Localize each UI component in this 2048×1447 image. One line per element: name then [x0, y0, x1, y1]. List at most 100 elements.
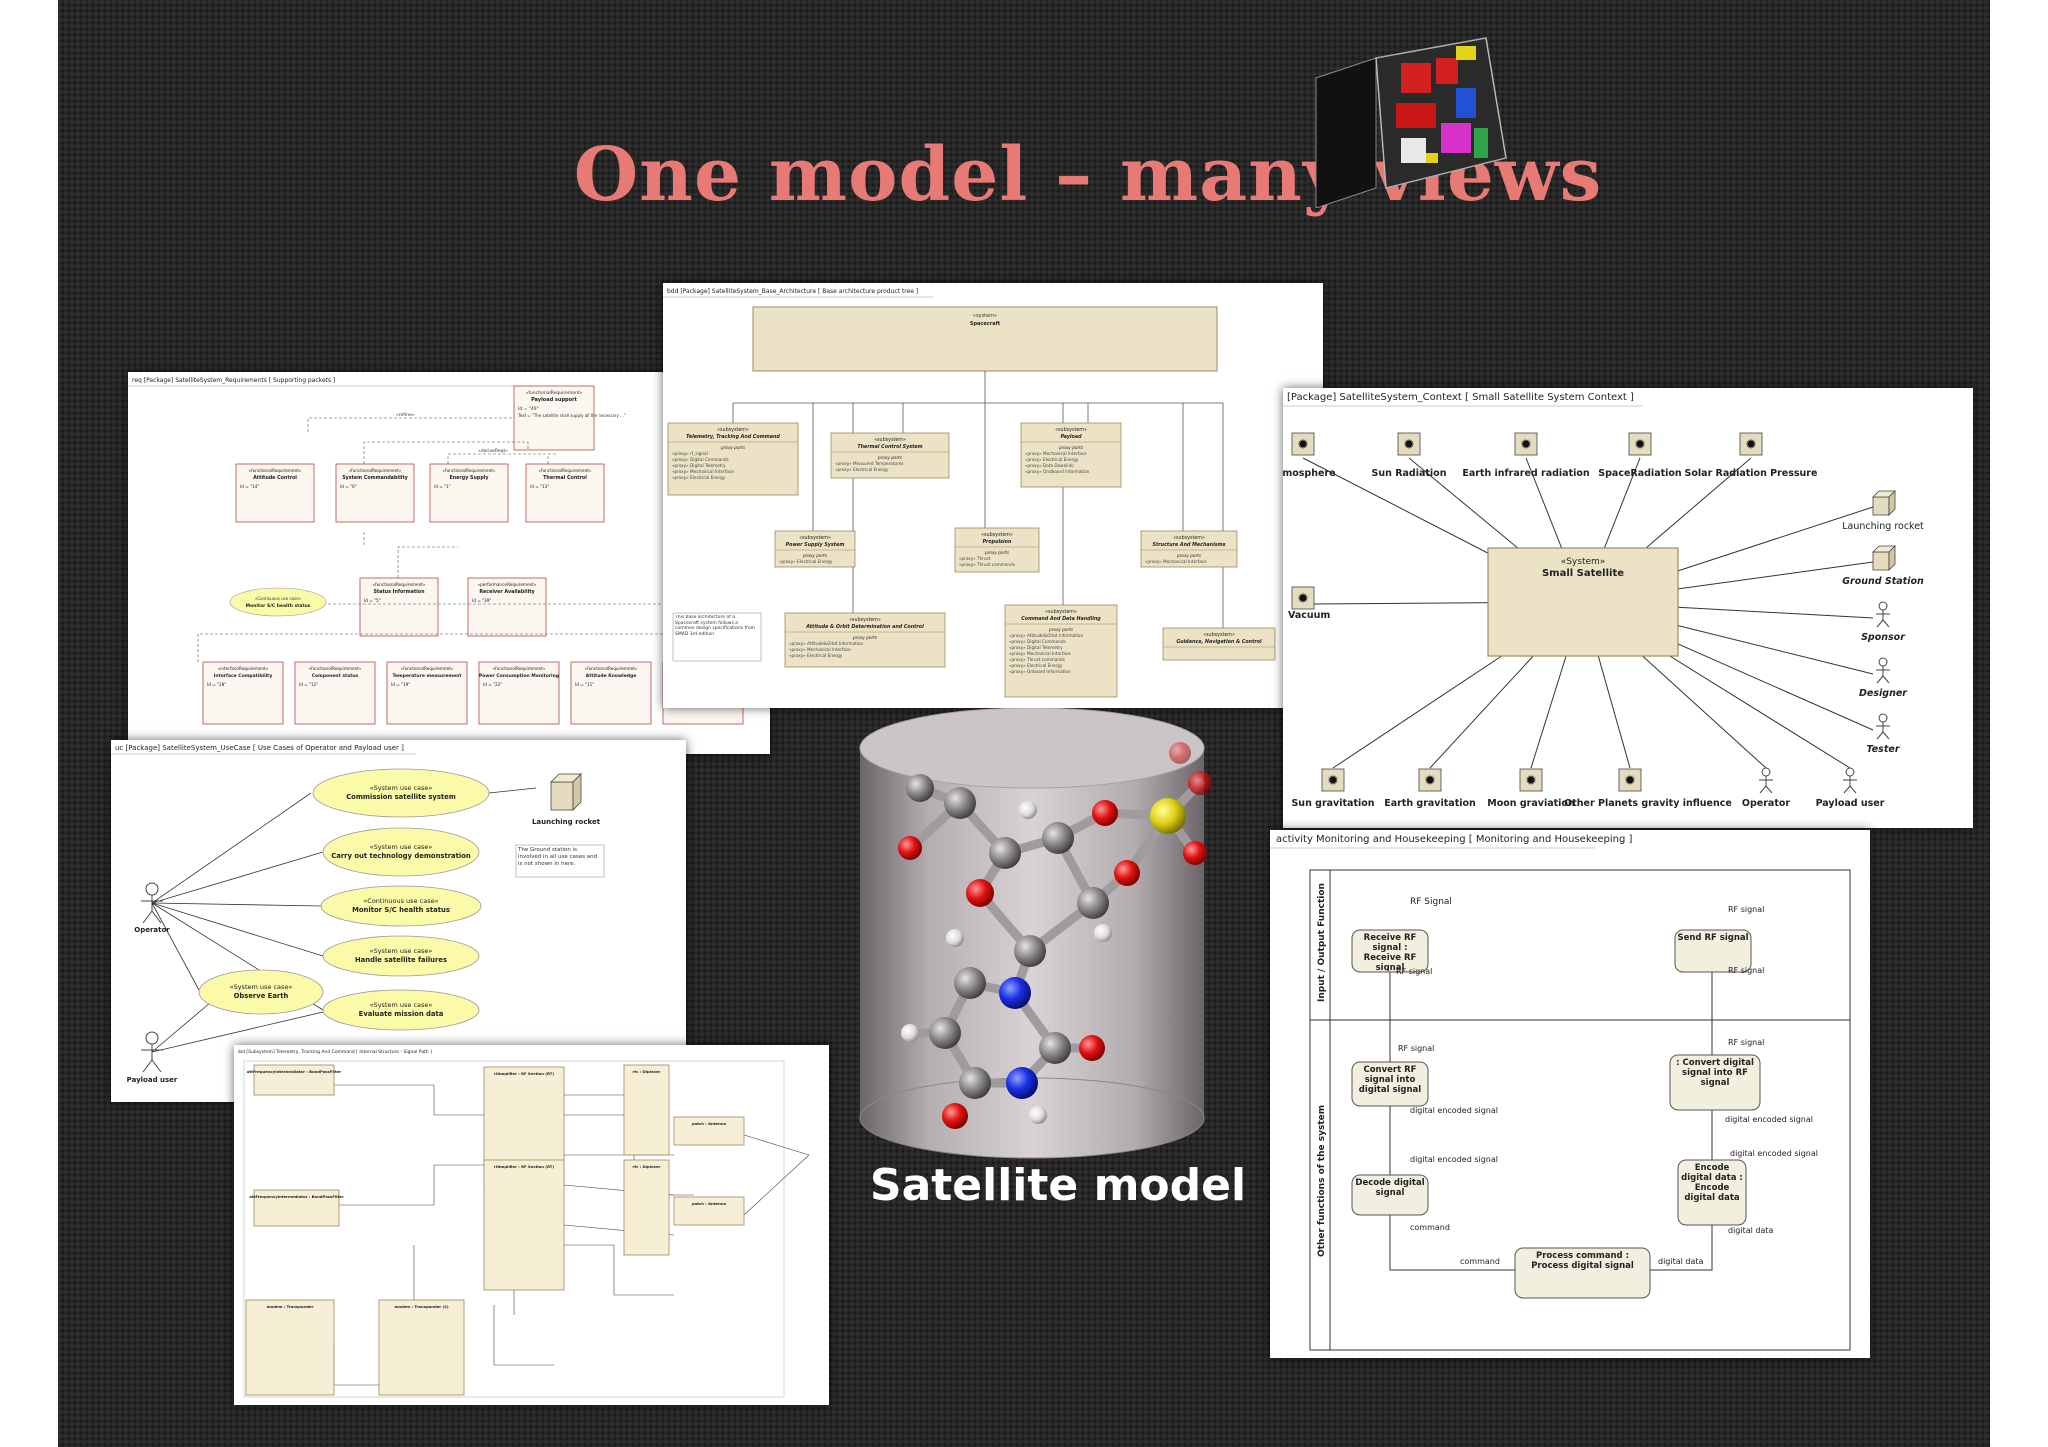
lane-other: Other functions of the system — [1317, 1105, 1327, 1257]
svg-text:Id = "13": Id = "13" — [530, 484, 549, 489]
action-node: Process command : Process digital signal… — [1514, 1247, 1651, 1299]
svg-text:digital encoded signal: digital encoded signal — [1730, 1149, 1818, 1158]
svg-text:Id = "12": Id = "12" — [299, 682, 318, 687]
svg-text:Tester: Tester — [1866, 744, 1900, 755]
activity-frame — [1309, 869, 1851, 1351]
svg-text:Spacecraft: Spacecraft — [970, 321, 1001, 327]
svg-text:«System use case»: «System use case» — [230, 983, 293, 991]
svg-text:«proxy» Electrical Energy: «proxy» Electrical Energy — [1025, 457, 1079, 462]
svg-text:Id = "1": Id = "1" — [434, 484, 451, 489]
svg-text:«proxy» Thrust commands: «proxy» Thrust commands — [959, 562, 1015, 567]
requirement-top: «functionalRequirement» Payload support … — [513, 385, 626, 451]
use-case-ellipse: «System use case»Carry out technology de… — [322, 827, 480, 877]
ibd-part: rfAmplifier : RF Section (RT) — [483, 1159, 565, 1291]
svg-text:«proxy» Digital Telemetry: «proxy» Digital Telemetry — [672, 463, 726, 468]
svg-text:Thermal Control: Thermal Control — [543, 475, 587, 481]
svg-text:Id = "6": Id = "6" — [340, 484, 357, 489]
svg-text:✹: ✹ — [1424, 773, 1436, 789]
svg-text:proxy ports: proxy ports — [802, 553, 828, 558]
block-actor-icon: ✹ — [1291, 586, 1315, 610]
use-case-ellipse: «System use case»Handle satellite failur… — [322, 935, 480, 977]
svg-text:attFrequencyIntermediator : Ba: attFrequencyIntermediator : BandPassFilt… — [249, 1194, 344, 1199]
svg-text:«system»: «system» — [973, 313, 997, 319]
svg-text:digital encoded signal: digital encoded signal — [1725, 1115, 1813, 1124]
svg-text:Payload support: Payload support — [531, 397, 577, 403]
svg-text:Launching rocket: Launching rocket — [532, 818, 601, 826]
requirement-box: «functionalRequirement»Status Informatio… — [359, 577, 439, 637]
block-actor-icon: ✹ — [1397, 432, 1421, 456]
cube-icon — [1872, 490, 1896, 516]
svg-text:«proxy» Onboard Information: «proxy» Onboard Information — [1009, 669, 1071, 674]
svg-text:Operator: Operator — [134, 926, 170, 934]
svg-text:Id = "28": Id = "28" — [207, 682, 226, 687]
svg-text:«proxy» Thrust commands: «proxy» Thrust commands — [1009, 657, 1065, 662]
ibd-part: modem : Transponder — [245, 1299, 335, 1396]
svg-text:«deriveReqt»: «deriveReqt» — [478, 448, 508, 454]
svg-text:Payload: Payload — [1060, 434, 1082, 440]
svg-text:«subsystem»: «subsystem» — [717, 427, 749, 433]
svg-text:«functionalRequirement»: «functionalRequirement» — [309, 666, 362, 671]
block-actor-icon: ✹ — [1321, 768, 1345, 792]
svg-text:«proxy» Data Downlink: «proxy» Data Downlink — [1025, 463, 1074, 468]
bdd-diagram: bdd [Package] SatelliteSystem_Base_Archi… — [663, 283, 1323, 708]
subsystem-block: «subsystem»Command And Data Handlingprox… — [1004, 604, 1118, 698]
svg-text:patch : Antenna: patch : Antenna — [692, 1201, 727, 1206]
svg-text:command: command — [1460, 1257, 1500, 1266]
svg-text:«proxy» Mechanical Interface: «proxy» Mechanical Interface — [789, 647, 851, 652]
svg-text:proxy ports: proxy ports — [984, 550, 1010, 555]
svg-text:RF Signal: RF Signal — [1410, 897, 1452, 907]
svg-text:Temperature measurement: Temperature measurement — [393, 673, 463, 679]
svg-text:Propulsion: Propulsion — [983, 539, 1012, 545]
svg-text:Thermal Control System: Thermal Control System — [857, 444, 922, 450]
svg-text:RF signal: RF signal — [1398, 1044, 1434, 1053]
requirement-box: «functionalRequirement» Thermal ControlId… — [525, 463, 605, 523]
svg-text:«proxy» Mechanical Interface: «proxy» Mechanical Interface — [1145, 559, 1207, 564]
actor-stick-icon — [1876, 657, 1890, 684]
svg-text:✹: ✹ — [1403, 437, 1415, 453]
svg-text:Operator: Operator — [1742, 798, 1790, 809]
use-case-ellipse: «System use case»Evaluate mission data — [322, 989, 480, 1031]
use-case-ellipse: «System use case»Observe Earth — [198, 969, 324, 1015]
svg-text:✹: ✹ — [1520, 437, 1532, 453]
svg-text:command: command — [1410, 1223, 1450, 1232]
svg-text:attFrequencyIntermediator : Ba: attFrequencyIntermediator : BandPassFilt… — [247, 1069, 342, 1074]
svg-text:Small Satellite: Small Satellite — [1542, 568, 1624, 579]
svg-text:digital data: digital data — [1728, 1226, 1774, 1235]
requirement-box: «functionalRequirement»System Commandabi… — [335, 463, 415, 523]
svg-text:Monitor S/C health status: Monitor S/C health status — [352, 906, 450, 914]
svg-text:modem : Transponder (2): modem : Transponder (2) — [394, 1304, 448, 1309]
ibd-part: attFrequencyIntermediator : BandPassFilt… — [247, 1064, 342, 1096]
svg-text:digital encoded signal: digital encoded signal — [1410, 1106, 1498, 1115]
svg-text:«subsystem»: «subsystem» — [1173, 535, 1205, 541]
block-actor-icon: ✹ — [1739, 432, 1763, 456]
svg-text:proxy ports: proxy ports — [1058, 445, 1084, 450]
svg-text:Payload user: Payload user — [127, 1076, 178, 1084]
svg-text:patch : Antenna: patch : Antenna — [692, 1121, 727, 1126]
ibd-part: patch : Antenna — [673, 1116, 745, 1146]
svg-text:«functionalRequirement»: «functionalRequirement» — [585, 666, 638, 671]
svg-text:«functionalRequirement»: «functionalRequirement» — [349, 468, 402, 473]
svg-text:Id = "19": Id = "19" — [391, 682, 410, 687]
requirement-box: «interfaceRequirement»Interface Compatib… — [202, 661, 284, 725]
block-actor-icon: ✹ — [1618, 768, 1642, 792]
svg-text:Payload user: Payload user — [1816, 798, 1885, 809]
svg-text:«subsystem»: «subsystem» — [874, 437, 906, 443]
actor-stick-icon — [141, 1031, 163, 1073]
svg-text:«Continuous use case»: «Continuous use case» — [255, 596, 302, 601]
usecase-header: uc [Package] SatelliteSystem_UseCase [ U… — [115, 744, 404, 752]
svg-text:«subsystem»: «subsystem» — [799, 535, 831, 541]
svg-text:rfc : Diplexer: rfc : Diplexer — [633, 1164, 661, 1169]
action-node: : Convert digital signal into RF signal:… — [1669, 1054, 1761, 1111]
block-actor-icon: ✹ — [1418, 768, 1442, 792]
requirement-box: «functionalRequirement»Power Consumption… — [478, 661, 560, 725]
svg-text:«interfaceRequirement»: «interfaceRequirement» — [218, 666, 269, 671]
requirements-header: req [Package] SatelliteSystem_Requiremen… — [132, 377, 335, 384]
svg-text:Solar Radiation Pressure: Solar Radiation Pressure — [1685, 468, 1818, 479]
svg-text:«functionalRequirement»: «functionalRequirement» — [539, 468, 592, 473]
svg-text:proxy ports: proxy ports — [1048, 627, 1074, 632]
svg-text:Id = "49": Id = "49" — [518, 406, 539, 412]
